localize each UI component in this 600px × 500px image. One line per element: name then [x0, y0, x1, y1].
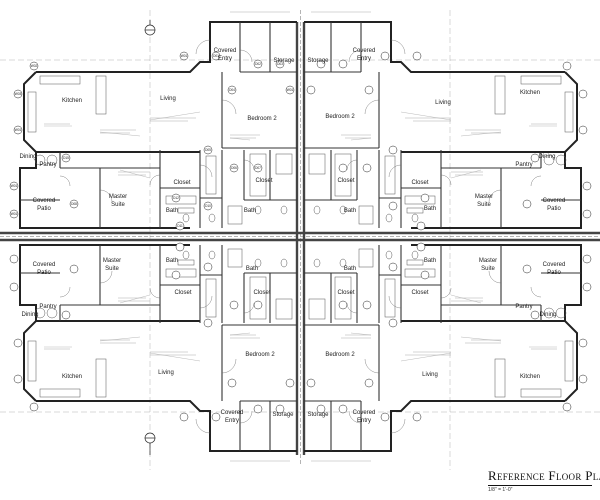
label-closet: Closet: [253, 290, 270, 296]
label-storage: Storage: [273, 58, 295, 64]
label-covered-entry: Entry: [218, 56, 232, 62]
label-covered-entry: Entry: [357, 418, 371, 424]
label-storage: Storage: [272, 412, 294, 418]
label-closet: Closet: [411, 290, 428, 296]
label-master-suite: Suite: [105, 266, 119, 272]
label-closet: Closet: [174, 290, 191, 296]
tag-w02: W02: [31, 64, 38, 68]
label-bedroom2: Bedroom 2: [247, 116, 277, 122]
label-dining: Dining: [21, 312, 38, 318]
label-covered-entry: Entry: [357, 56, 371, 62]
tag-d03: D03: [277, 62, 283, 66]
label-covered-patio: Covered: [33, 198, 56, 204]
tag-d07: D07: [255, 166, 261, 170]
tag-w01: W01: [11, 212, 18, 216]
label-covered-patio: Patio: [547, 270, 561, 276]
plan-scale: 1/8" = 1'-0": [488, 487, 513, 493]
label-living: Living: [160, 96, 176, 102]
room-labels: Kitchen Living Bedroom 2 Covered Entry S…: [19, 48, 565, 424]
label-covered-entry: Covered: [221, 410, 244, 416]
tag-w01: W01: [11, 184, 18, 188]
label-bedroom2: Bedroom 2: [325, 352, 355, 358]
tag-d02: D02: [255, 62, 261, 66]
label-closet: Closet: [173, 180, 190, 186]
label-living: Living: [158, 370, 174, 376]
tag-d04: D04: [229, 88, 235, 92]
label-pantry: Pantry: [515, 304, 532, 310]
label-closet: Closet: [337, 178, 354, 184]
label-covered-entry: Covered: [353, 48, 376, 54]
label-kitchen: Kitchen: [62, 374, 82, 380]
label-master-suite: Master: [479, 258, 497, 264]
label-bath: Bath: [344, 266, 356, 272]
label-covered-patio: Covered: [543, 198, 566, 204]
label-pantry: Pantry: [39, 304, 56, 310]
corridor-lines: [0, 10, 600, 470]
label-closet: Closet: [255, 178, 272, 184]
label-master-suite: Suite: [477, 202, 491, 208]
label-storage: Storage: [307, 58, 329, 64]
label-bedroom2: Bedroom 2: [245, 352, 275, 358]
label-living: Living: [435, 100, 451, 106]
label-covered-patio: Patio: [37, 206, 51, 212]
label-master-suite: Master: [109, 194, 127, 200]
label-kitchen: Kitchen: [520, 374, 540, 380]
label-bedroom2: Bedroom 2: [325, 114, 355, 120]
label-covered-patio: Covered: [543, 262, 566, 268]
label-bath: Bath: [424, 206, 436, 212]
label-bath: Bath: [244, 208, 256, 214]
label-dining: Dining: [538, 154, 555, 160]
tag-w01: W01: [287, 88, 294, 92]
label-covered-patio: Covered: [33, 262, 56, 268]
tag-texts: W03 W01 W02 D15 W01 W01 D08 W01 D01 D02 …: [11, 54, 294, 228]
label-dining: Dining: [19, 154, 36, 160]
section-markers: [144, 20, 156, 455]
tag-d10: D10: [205, 204, 211, 208]
label-bath: Bath: [166, 208, 178, 214]
title-underline: [488, 485, 592, 486]
label-kitchen: Kitchen: [62, 98, 82, 104]
tag-w03: W03: [15, 92, 22, 96]
title-block: Reference Floor Plan 1/8" = 1'-0": [488, 468, 600, 500]
label-bath: Bath: [166, 258, 178, 264]
tag-d05: D05: [205, 148, 211, 152]
label-covered-patio: Patio: [37, 270, 51, 276]
label-bath: Bath: [246, 266, 258, 272]
label-storage: Storage: [307, 412, 329, 418]
tag-d01: D01: [213, 54, 219, 58]
label-covered-entry: Covered: [353, 410, 376, 416]
label-kitchen: Kitchen: [520, 90, 540, 96]
label-master-suite: Master: [475, 194, 493, 200]
label-pantry: Pantry: [39, 162, 56, 168]
tag-d06: D06: [231, 166, 237, 170]
tag-d15: D15: [63, 156, 69, 160]
label-dining: Dining: [539, 312, 556, 318]
label-bath: Bath: [424, 258, 436, 264]
label-covered-entry: Covered: [214, 48, 237, 54]
tag-d11: D11: [177, 224, 183, 228]
tag-w01: W01: [181, 54, 188, 58]
label-bath: Bath: [344, 208, 356, 214]
label-covered-patio: Patio: [547, 206, 561, 212]
label-master-suite: Suite: [111, 202, 125, 208]
label-covered-entry: Entry: [225, 418, 239, 424]
label-closet: Closet: [337, 290, 354, 296]
plan-title: Reference Floor Plan: [488, 468, 600, 483]
tag-w01: W01: [15, 128, 22, 132]
label-closet: Closet: [411, 180, 428, 186]
tag-d12: D12: [173, 196, 179, 200]
label-pantry: Pantry: [515, 162, 532, 168]
label-master-suite: Master: [103, 258, 121, 264]
label-master-suite: Suite: [481, 266, 495, 272]
label-living: Living: [422, 372, 438, 378]
tag-d08: D08: [71, 202, 77, 206]
